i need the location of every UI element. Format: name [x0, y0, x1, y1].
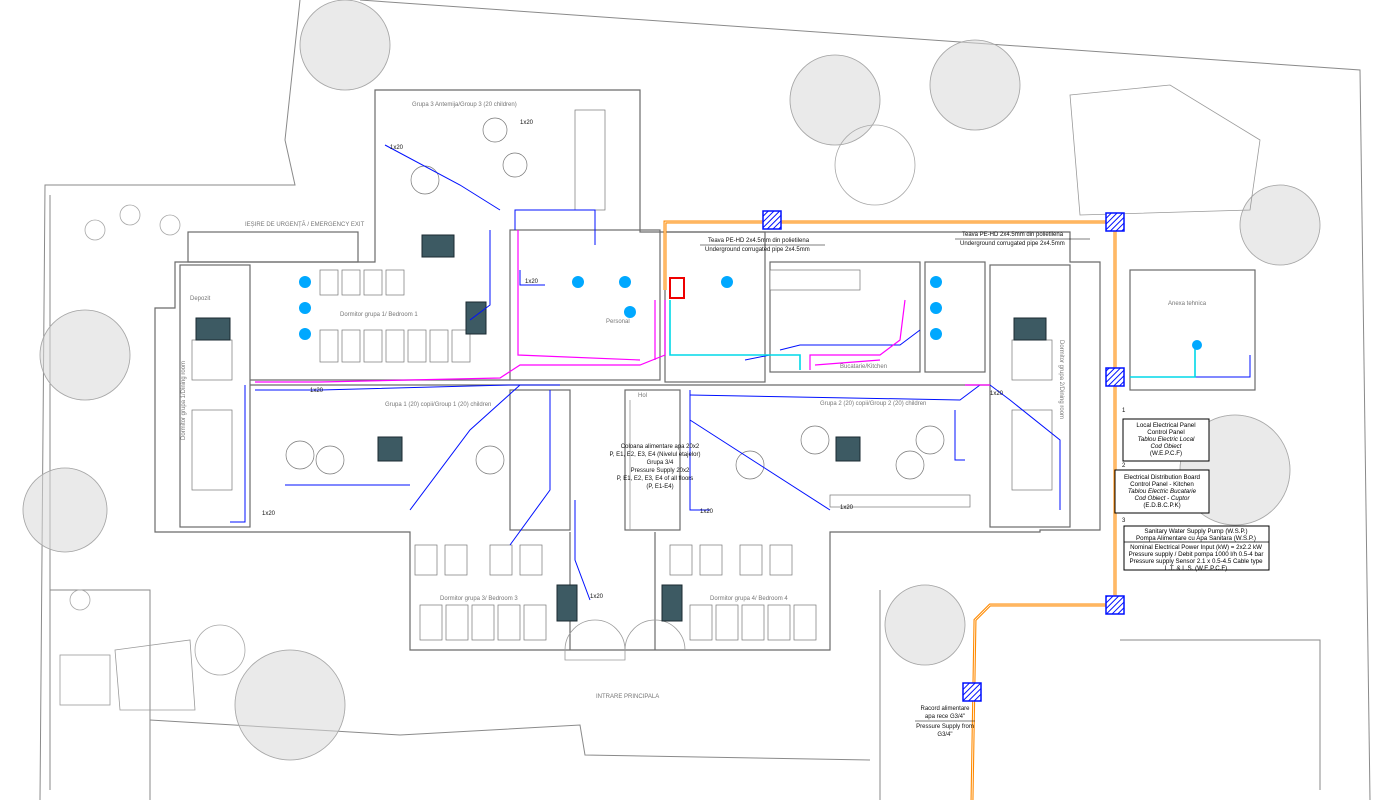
legend-1-line: Control Panel: [1147, 429, 1185, 436]
pipe-tag: 1x20: [700, 509, 714, 515]
label-dining-right: Dormitor grupa 2/Dining room: [1058, 340, 1064, 419]
legend-2-line: Electrical Distribution Board: [1124, 474, 1201, 481]
note-stair-2: P, E1, E2, E3, E4 (Nivelul etajelor): [610, 452, 701, 458]
note-top-2: Underground corrugated pipe 2x4.5mm: [705, 247, 810, 253]
hot-water-pipes: [255, 230, 990, 386]
legend: 1 Local Electrical Panel Control Panel T…: [1114, 408, 1270, 572]
label-bedroom4: Dormitor grupa 4/ Bedroom 4: [710, 596, 788, 602]
legend-2-num: 2: [1122, 463, 1126, 469]
meter-box: [669, 277, 685, 299]
pipe-tag: 1x20: [525, 279, 539, 285]
furniture: [191, 109, 1053, 641]
label-group2: Grupa 2 (20) copii/Group 2 (20) children: [820, 401, 926, 407]
pipe-tag: 1x20: [390, 145, 404, 151]
legend-3-line: Pompa Alimentare cu Apa Sanitara (W.S.P.…: [1136, 535, 1256, 542]
legend-2-line: Cod Obiect - Cuptor: [1134, 495, 1190, 502]
note-stair-3: Grupa 3/4: [647, 460, 674, 466]
pipe-tag: 1x20: [590, 594, 604, 600]
label-storage: Depozit: [190, 296, 211, 302]
pipe-tag: 1x20: [840, 505, 854, 511]
note-stair-5: P, E1, E2, E3, E4 of all floors: [617, 476, 694, 482]
legend-1-line: (W.E.P.C.F): [1150, 450, 1182, 457]
site-boundary: [39, 0, 1371, 800]
label-bedroom3: Dormitor grupa 3/ Bedroom 3: [440, 596, 518, 602]
label-group3: Grupa 3 Antemija/Group 3 (20 children): [412, 102, 517, 108]
legend-3-num: 3: [1122, 518, 1126, 524]
note-top-right-2: Underground corrugated pipe 2x4.5mm: [960, 241, 1065, 247]
note-service-3: Pressure Supply from: [916, 724, 974, 730]
note-stair-1: Coloana alimentare apa 20x2: [621, 444, 700, 450]
cold-water-pipes: [230, 144, 1251, 601]
legend-3-line: Nominal Electrical Power Input (kW) = 2x…: [1130, 544, 1262, 551]
legend-1-num: 1: [1122, 408, 1126, 414]
label-emergency-exit: IEȘIRE DE URGENȚĂ / EMERGENCY EXIT: [245, 221, 365, 228]
note-service-1: Racord alimentare: [920, 706, 970, 712]
label-annex: Anexa tehnica: [1168, 301, 1207, 307]
label-kitchen: Bucatarie/Kitchen: [840, 364, 887, 370]
room-labels: Grupa 3 Antemija/Group 3 (20 children) I…: [181, 102, 1207, 700]
pipe-tag: 1x20: [520, 120, 534, 126]
building-walls: [154, 89, 1256, 661]
label-dining-left: Dormitor grupa 1/Dining room: [181, 361, 187, 440]
label-bedroom1: Dormitor grupa 1/ Bedroom 1: [340, 312, 418, 318]
label-main-entrance: INTRARE PRINCIPALA: [596, 694, 659, 700]
label-hall: Hol: [638, 393, 647, 399]
pipe-tag: 1x20: [990, 391, 1004, 397]
legend-1-line: Cod Obiect: [1151, 443, 1182, 450]
legend-1-line: Local Electrical Panel: [1136, 422, 1195, 429]
legend-3-line: Sanitary Water Supply Pump (W.S.P.): [1144, 528, 1247, 535]
legend-2-line: Tablou Electric Bucatarie: [1128, 488, 1197, 495]
note-top-1: Teava PE-HD 2x4.5mm din polietilena: [708, 238, 810, 244]
manholes: [762, 210, 1125, 702]
legend-2-line: Control Panel - Kitchen: [1130, 481, 1194, 488]
legend-3-line: Pressure supply Sensor 2.1 x 0.5-4.5 Cab…: [1129, 558, 1263, 565]
pipe-notes: Teava PE-HD 2x4.5mm din polietilena Unde…: [262, 120, 1090, 738]
label-staff: Personal: [606, 319, 630, 325]
main-supply-pipe: [663, 220, 1117, 800]
note-stair-6: (P, E1-E4): [646, 484, 673, 490]
note-stair-4: Pressure Supply 20x2: [631, 468, 690, 474]
legend-3-line: Pressure supply / Debit pompa 1000 l/h 0…: [1129, 551, 1264, 558]
legend-3-line: L.T. & L.S. (W.E.P.C.F): [1165, 565, 1227, 572]
equipment-units: [195, 234, 1047, 622]
note-service-2: apa rece G3/4": [925, 714, 965, 720]
legend-1-line: Tablou Electric Local: [1138, 436, 1195, 443]
note-service-4: G3/4": [937, 732, 952, 738]
recirculation-pipes: [299, 276, 1202, 378]
pipe-tag: 1x20: [310, 388, 324, 394]
legend-2-line: (E.D.B.C.P.K): [1143, 502, 1180, 509]
pipe-tag: 1x20: [262, 511, 276, 517]
label-group1: Grupa 1 (20) copii/Group 1 (20) children: [385, 402, 491, 408]
note-top-right-1: Teava PE-HD 2x4.5mm din polietilena: [962, 232, 1064, 238]
